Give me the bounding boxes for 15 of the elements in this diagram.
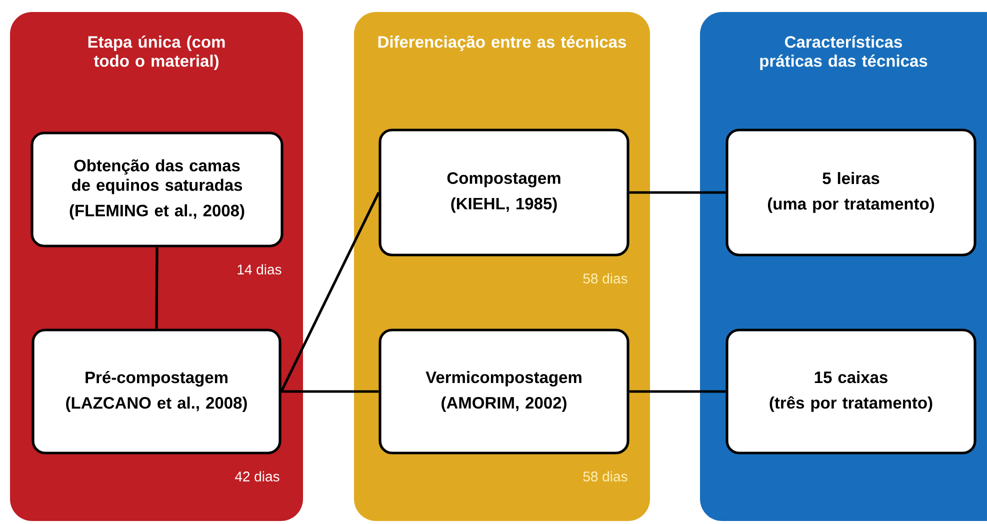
duration-label: 14 dias bbox=[238, 264, 282, 274]
duration-label: 42 dias bbox=[234, 471, 280, 482]
connector-line bbox=[155, 247, 158, 329]
duration-label: 58 dias bbox=[583, 273, 628, 284]
process-box: 5 leiras (uma por tratamento) bbox=[726, 128, 976, 256]
process-box: Obtenção das camas de equinos saturadas (FLEMING et al., 2008) bbox=[30, 132, 284, 248]
connector-line bbox=[629, 191, 726, 194]
connector-line bbox=[629, 390, 726, 393]
connector-line bbox=[281, 390, 379, 393]
process-box: Compostagem (KIEHL, 1985) bbox=[378, 128, 630, 256]
duration-label: 58 dias bbox=[583, 471, 628, 482]
process-box: Vermicompostagem (AMORIM, 2002) bbox=[378, 328, 630, 454]
process-box: Pré-compostagem (LAZCANO et al., 2008) bbox=[32, 328, 282, 454]
process-box: 15 caixas (três por tratamento) bbox=[726, 328, 976, 454]
connector-line bbox=[280, 192, 380, 392]
